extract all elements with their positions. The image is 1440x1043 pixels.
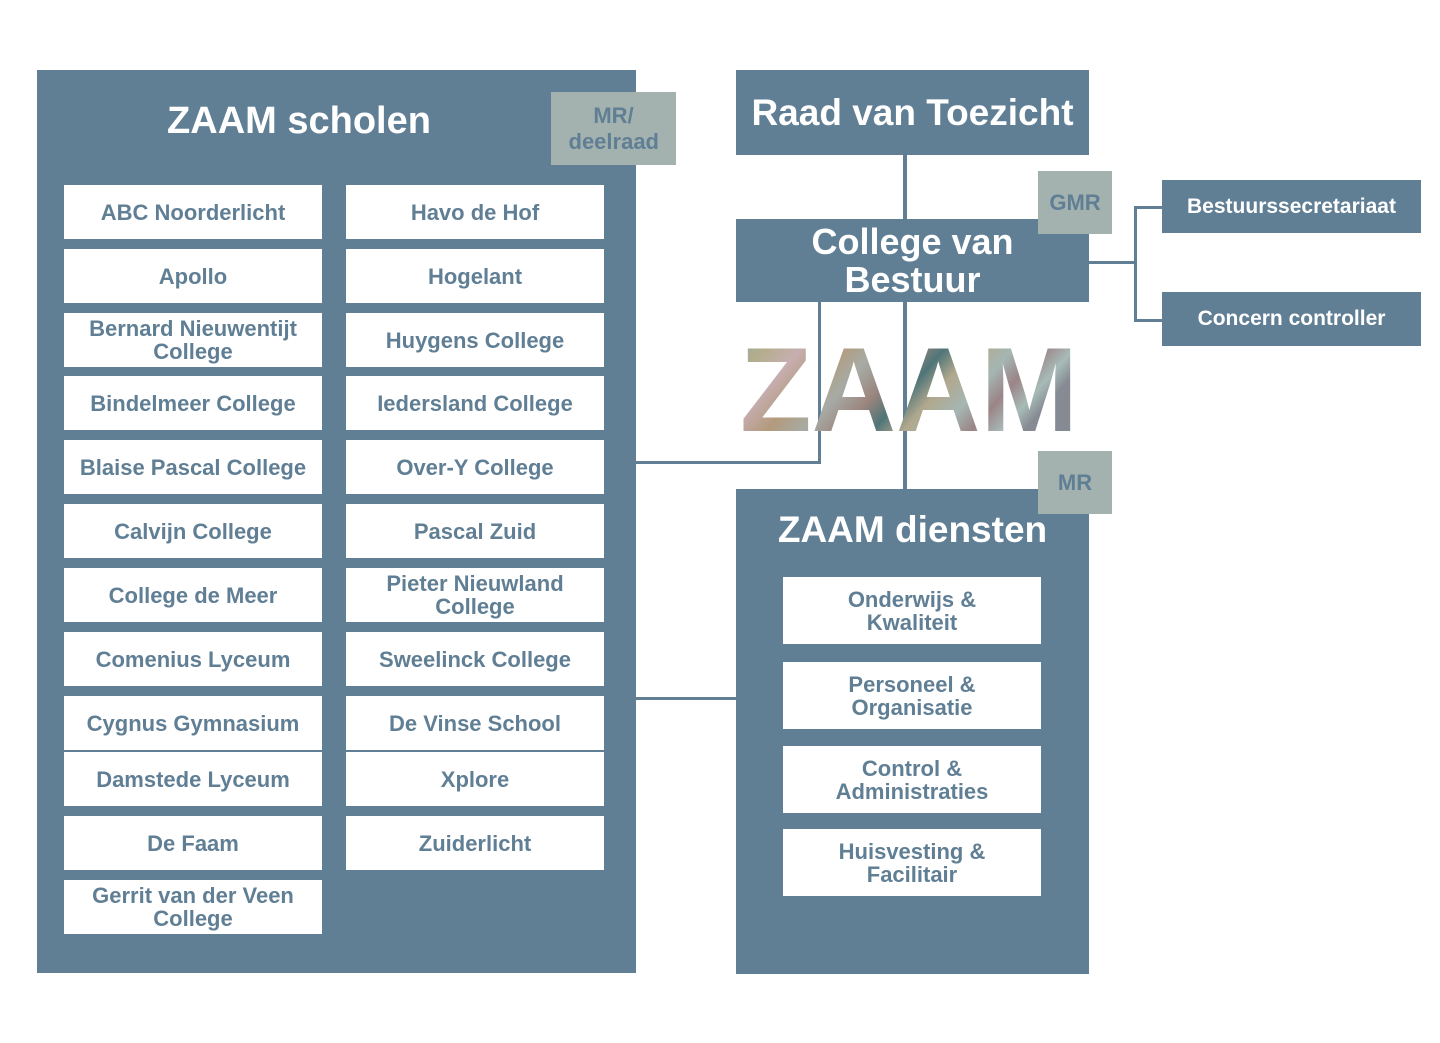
connector-staff-v [1134, 206, 1137, 322]
school-box: Bindelmeer College [64, 376, 322, 430]
concern-controller-box: Concern controller [1162, 292, 1421, 346]
scholen-title: ZAAM scholen [167, 100, 431, 142]
school-box: Calvijn College [64, 504, 322, 558]
gmr-tag: GMR [1038, 171, 1112, 234]
school-box: Gerrit van der Veen College [64, 880, 322, 934]
school-box: Zuiderlicht [346, 816, 604, 870]
school-box: Cygnus Gymnasium [64, 696, 322, 750]
school-box: Apollo [64, 249, 322, 303]
school-box: Over-Y College [346, 440, 604, 494]
school-box: Bernard Nieuwentijt College [64, 313, 322, 367]
school-box: Sweelinck College [346, 632, 604, 686]
school-box: Iedersland College [346, 376, 604, 430]
raad-title: Raad van Toezicht [751, 92, 1074, 133]
school-box: Comenius Lyceum [64, 632, 322, 686]
school-box: De Vinse School [346, 696, 604, 750]
connector-cvb-scholen-h [636, 461, 821, 464]
dienst-box: Onderwijs & Kwaliteit [783, 577, 1041, 644]
connector-staff-2 [1134, 319, 1162, 322]
bestuurssecretariaat-box: Bestuurssecretariaat [1162, 180, 1421, 233]
raad-van-toezicht-box: Raad van Toezicht [736, 70, 1089, 155]
diensten-panel: ZAAM diensten [736, 489, 1089, 974]
dienst-box: Personeel & Organisatie [783, 662, 1041, 729]
connector-cvb-scholen-v [818, 300, 821, 464]
mr-tag: MR [1038, 451, 1112, 514]
school-box: Xplore [346, 752, 604, 806]
mr-deelraad-tag: MR/ deelraad [551, 92, 676, 165]
school-box: ABC Noorderlicht [64, 185, 322, 239]
college-title: College van Bestuur [811, 220, 1014, 300]
school-box: Hogelant [346, 249, 604, 303]
mr-deelraad-label: MR/ deelraad [568, 102, 660, 154]
connector-staff-1 [1134, 206, 1162, 209]
school-box: Huygens College [346, 313, 604, 367]
connector-rvt-cvb [903, 154, 907, 220]
zaam-logo: ZAAM [740, 330, 1078, 445]
dienst-box: Control & Administraties [783, 746, 1041, 813]
logo-text: ZAAM [740, 330, 1078, 445]
college-van-bestuur-box: College van Bestuur [736, 219, 1089, 302]
dienst-box: Huisvesting & Facilitair [783, 829, 1041, 896]
school-box: Pascal Zuid [346, 504, 604, 558]
school-box: Havo de Hof [346, 185, 604, 239]
school-box: Damstede Lyceum [64, 752, 322, 806]
school-box: Blaise Pascal College [64, 440, 322, 494]
diensten-title: ZAAM diensten [777, 509, 1048, 550]
school-box: College de Meer [64, 568, 322, 622]
school-box: Pieter Nieuwland College [346, 568, 604, 622]
connector-cvb-staff-h [1088, 261, 1136, 264]
school-box: De Faam [64, 816, 322, 870]
connector-scholen-diensten [636, 697, 736, 700]
connector-cvb-diensten [903, 300, 907, 490]
